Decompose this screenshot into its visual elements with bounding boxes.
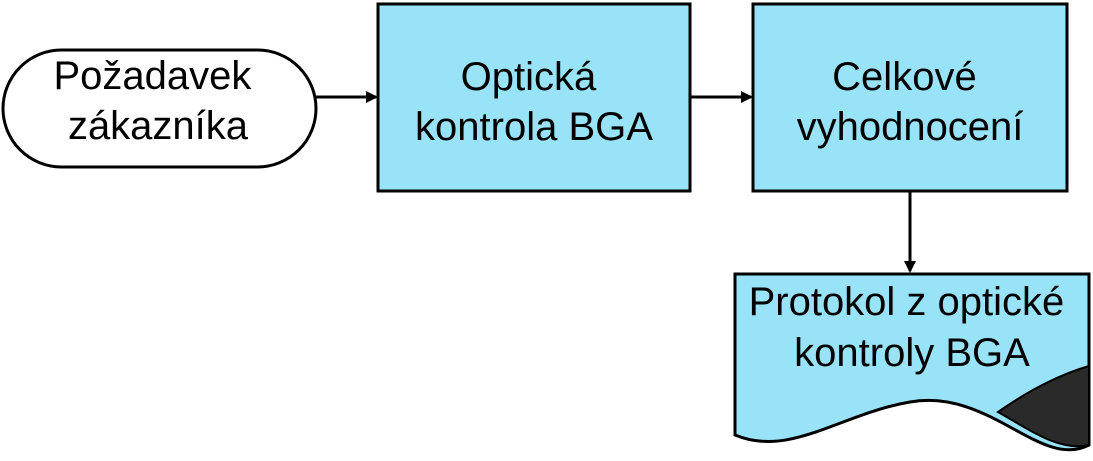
evaluation-label-line-2: vyhodnocení [797, 105, 1024, 149]
start-terminator-node: Požadavek zákazníka [3, 50, 316, 167]
report-label-line-1: Protokol z optické [749, 280, 1065, 324]
optical-check-process-node: Optická kontrola BGA [378, 4, 690, 191]
optical-check-label-line-1: Optická [461, 55, 597, 99]
report-document-node: Protokol z optické kontroly BGA [735, 274, 1089, 450]
start-terminator-label-line-1: Požadavek [53, 54, 252, 98]
optical-check-label-line-2: kontrola BGA [415, 105, 653, 149]
evaluation-process-node: Celkové vyhodnocení [753, 4, 1067, 191]
evaluation-label-line-1: Celkové [832, 55, 977, 99]
start-terminator-label-line-2: zákazníka [68, 104, 249, 148]
report-label-line-2: kontroly BGA [794, 331, 1030, 375]
